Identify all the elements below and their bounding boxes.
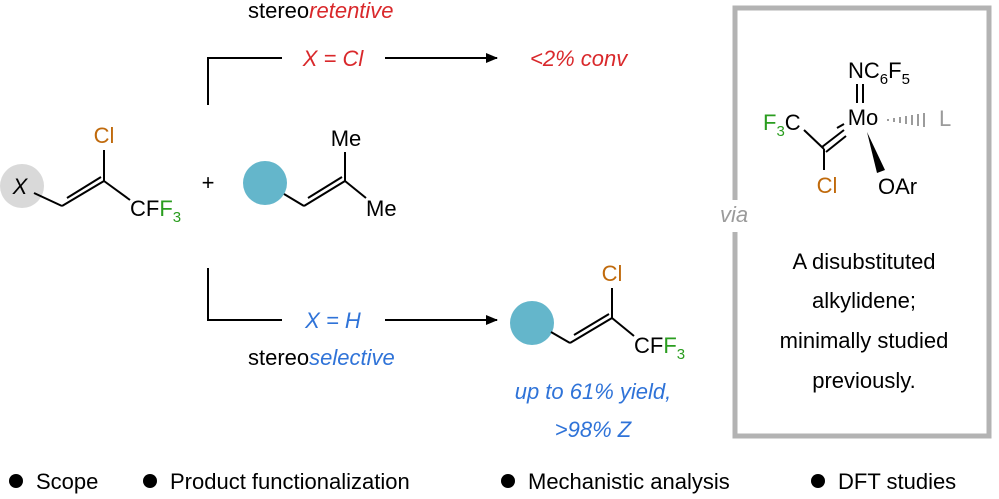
bottom-condition: X = H [304,308,361,333]
product-cf3: CFF3 [634,333,685,363]
via-label: via [720,202,748,227]
double-bond-b [66,176,102,199]
mo-c-bond-c [825,135,847,153]
me-bottom: Me [366,196,397,221]
reactant-cf3: CFF3 [130,196,181,226]
description-line-3: minimally studied [780,328,949,353]
bottom-path: X = H stereoselective [207,268,498,370]
footer-list: Scope Product functionalization Mechanis… [9,469,956,494]
top-path-label: stereoretentive [248,0,394,23]
bullet-icon [501,474,515,488]
description-line-4: previously. [812,368,916,393]
double-bond-a [303,180,346,207]
double-bond-b [573,313,610,336]
bottom-path-label: stereoselective [248,345,395,370]
top-branch-line [207,57,282,105]
top-result: <2% conv [530,46,629,71]
wedge-bond-oar [867,132,885,173]
footer-item-product-functionalization: Product functionalization [170,469,410,494]
imido-label: NC6F5 [848,58,910,88]
product: Cl CFF3 up to 61% yield, >98% Z [510,261,685,442]
f3c-label: F3C [763,110,801,140]
double-bond-b [307,176,343,199]
description-line-2: alkylidene; [812,288,916,313]
bond [611,317,635,337]
description-line-1: A disubstituted [792,249,935,274]
bullet-icon [143,474,157,488]
mo-atom: Mo [848,105,879,130]
cf3-c-bond [803,129,825,150]
catalyst-cl: Cl [817,173,838,198]
double-bond-a [61,180,105,207]
bond [103,180,131,201]
top-path: stereoretentive X = Cl <2% conv [207,0,629,105]
x-label: X [12,174,29,199]
reactant-alkene: X Cl CFF3 [0,123,181,226]
substrate-circle [243,161,287,205]
top-condition: X = Cl [302,46,365,71]
catalyst-box-border [732,5,992,439]
hashed-bond-l [887,113,925,127]
bond [344,180,367,199]
footer-item-mechanistic-analysis: Mechanistic analysis [528,469,730,494]
via-mask [706,200,762,232]
bullet-icon [9,474,23,488]
bond [283,193,305,207]
footer-item-scope: Scope [36,469,98,494]
product-yield: up to 61% yield, [515,379,672,404]
bullet-icon [811,474,825,488]
x-substituent-circle [0,164,44,208]
reactant-cl: Cl [94,123,115,148]
olefin-partner: Me Me [243,126,397,221]
bottom-branch-line [207,268,282,321]
mo-c-bond-b [821,129,845,148]
product-selectivity: >98% Z [555,417,633,442]
catalyst-box: via NC6F5 Mo L OAr F3C Cl [706,5,992,439]
me-top: Me [331,126,362,151]
product-cl: Cl [602,261,623,286]
ligand-l: L [939,106,951,131]
oar-label: OAr [878,174,917,199]
bond [550,331,571,344]
bond [33,192,63,207]
plus-sign: + [202,170,215,195]
footer-item-dft-studies: DFT studies [838,469,956,494]
product-substrate-circle [510,301,554,345]
mo-c-bond-a [836,123,845,129]
double-bond-a [569,317,613,344]
